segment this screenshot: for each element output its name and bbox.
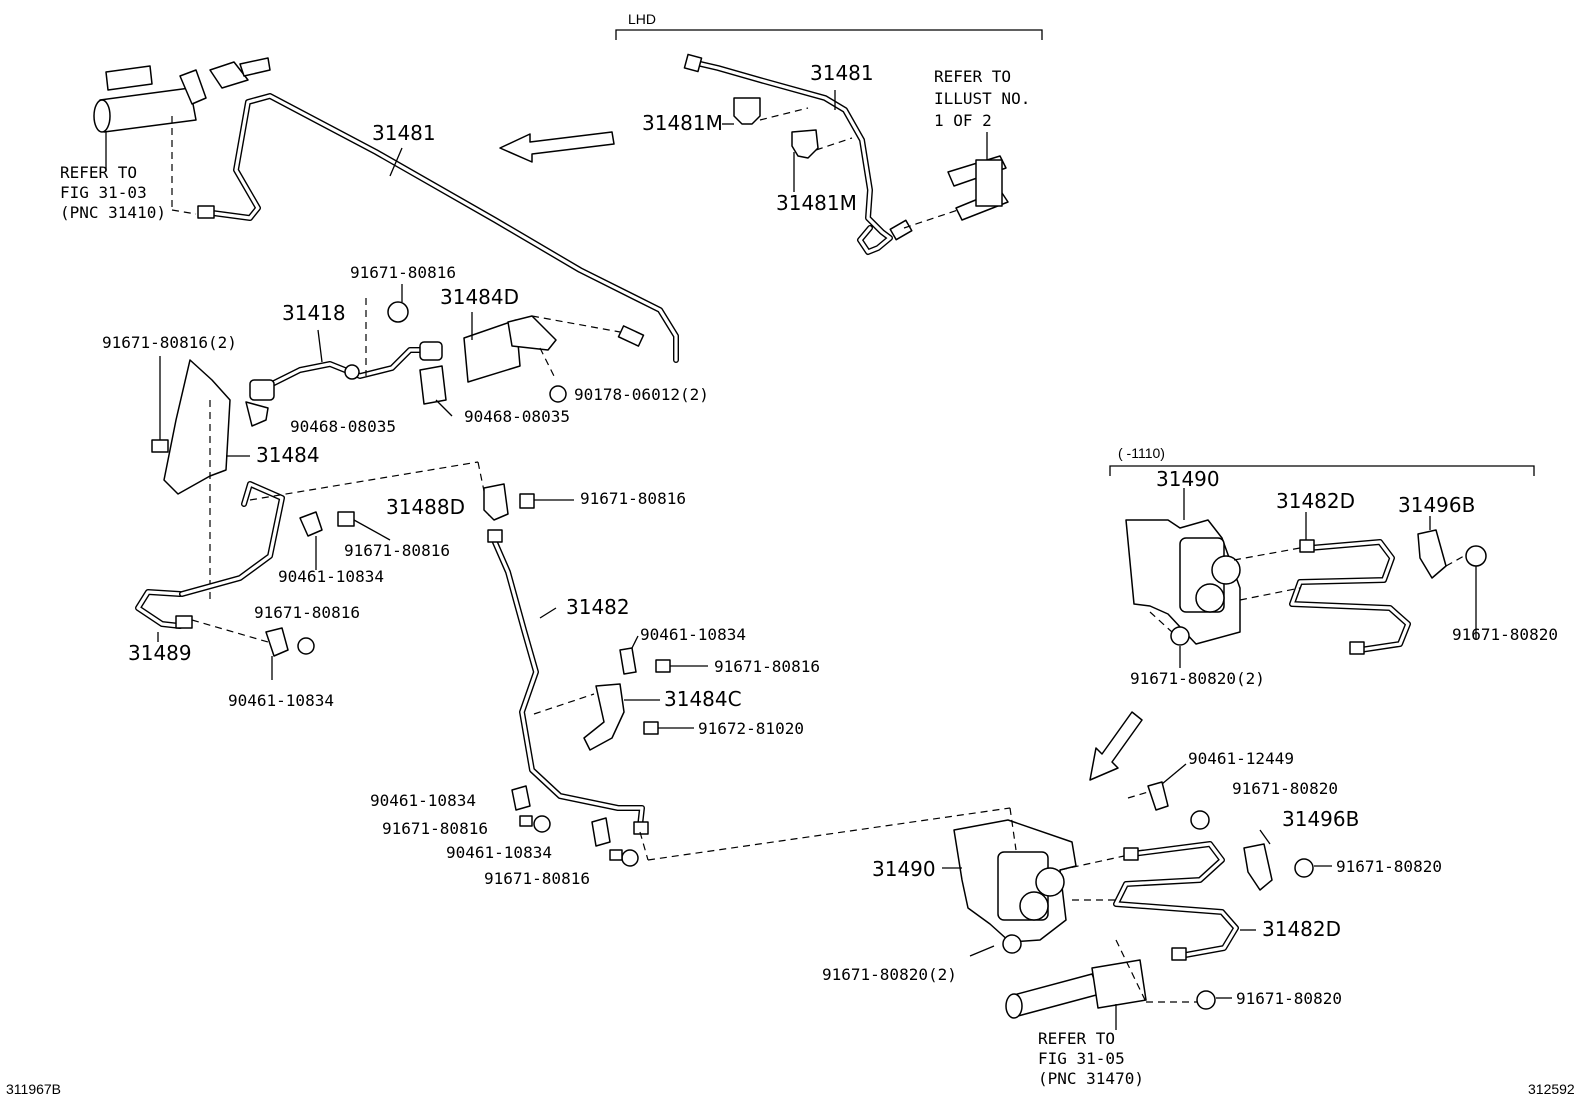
bracket-31484-group — [135, 356, 285, 643]
label-31481-top: 31481 — [810, 61, 874, 85]
label-31496b-lower: 31496B — [1282, 807, 1359, 831]
label-91671-80816-e: 91671-80816 — [714, 657, 820, 676]
label-31488d: 31488D — [386, 495, 465, 519]
refer-illust-line3: 1 OF 2 — [934, 111, 992, 130]
label-91671-80816-g: 91671-80816 — [484, 869, 590, 888]
label-91671-80816-a: 91671-80816 — [350, 263, 456, 282]
label-91671-80816-f: 91671-80816 — [382, 819, 488, 838]
label-90461-10834-e: 90461-10834 — [446, 843, 552, 862]
label-90468-08035-a: 90468-08035 — [290, 417, 396, 436]
label-91671-80816-b: 91671-80816 — [580, 489, 686, 508]
label-31484c: 31484C — [664, 687, 742, 711]
refer-illust-line2: ILLUST NO. — [934, 89, 1030, 108]
master-cylinder-group — [93, 57, 271, 215]
label-91671-80820-upper: 91671-80820 — [1452, 625, 1558, 644]
label-91671-80816-c: 91671-80816 — [344, 541, 450, 560]
label-range-1110: ( -1110) — [1118, 445, 1165, 461]
label-91671-80816-2: 91671-80816(2) — [102, 333, 237, 352]
label-90461-10834-c: 90461-10834 — [640, 625, 746, 644]
label-90461-10834-a: 90461-10834 — [278, 567, 384, 586]
refer-fig3103-line1: REFER TO — [60, 163, 137, 182]
label-31482d-lower: 31482D — [1262, 917, 1341, 941]
hose-31418-group — [249, 284, 621, 417]
label-31484: 31484 — [256, 443, 320, 467]
label-31418: 31418 — [282, 301, 346, 325]
lhd-group: LHD 31481 31481M 31481M REFER TO ILLUST … — [615, 11, 1043, 255]
refer-fig3103-line3: (PNC 31410) — [60, 203, 166, 222]
label-91671-80820-lower-b: 91671-80820 — [1336, 857, 1442, 876]
lower-right-group — [942, 763, 1332, 1030]
label-31489: 31489 — [128, 641, 192, 665]
label-91671-80820-2-lower: 91671-80820(2) — [822, 965, 957, 984]
label-31482d-upper: 31482D — [1276, 489, 1355, 513]
refer-illust-line1: REFER TO — [934, 67, 1011, 86]
label-31490-upper: 31490 — [1156, 467, 1220, 491]
refer-fig3105-line2: FIG 31-05 — [1038, 1049, 1125, 1068]
pipe-31482-group — [483, 483, 1011, 861]
lhd-label: LHD — [628, 11, 656, 27]
label-31490-lower: 31490 — [872, 857, 936, 881]
label-90461-10834-d: 90461-10834 — [370, 791, 476, 810]
pipe-31481-main — [197, 93, 679, 363]
label-90178-06012-2: 90178-06012(2) — [574, 385, 709, 404]
range-group: ( -1110) — [1109, 445, 1535, 668]
label-31481m-a: 31481M — [642, 111, 723, 135]
label-91671-80820-lower-a: 91671-80820 — [1232, 779, 1338, 798]
label-31484d: 31484D — [440, 285, 519, 309]
label-90461-10834-b: 90461-10834 — [228, 691, 334, 710]
bracket-31484c-group — [583, 635, 708, 751]
refer-fig3105-line3: (PNC 31470) — [1038, 1069, 1144, 1088]
label-90461-12449: 90461-12449 — [1188, 749, 1294, 768]
diagram-code-right: 312592 — [1528, 1081, 1575, 1097]
label-90468-08035-b: 90468-08035 — [464, 407, 570, 426]
clip-group-b — [511, 785, 639, 867]
arrow-down-left-icon — [1089, 711, 1143, 781]
refer-fig3103-line2: FIG 31-03 — [60, 183, 147, 202]
clip-group-a — [249, 461, 491, 680]
label-31496b-upper: 31496B — [1398, 493, 1475, 517]
diagram-code-left: 311967B — [6, 1081, 61, 1097]
label-31481-main: 31481 — [372, 121, 436, 145]
label-31481m-b: 31481M — [776, 191, 857, 215]
label-91671-80820-2-upper: 91671-80820(2) — [1130, 669, 1265, 688]
refer-fig3105-line1: REFER TO — [1038, 1029, 1115, 1048]
label-91672-81020: 91672-81020 — [698, 719, 804, 738]
label-31482: 31482 — [566, 595, 630, 619]
arrow-left-icon — [499, 131, 615, 163]
label-91671-80820-lower-c: 91671-80820 — [1236, 989, 1342, 1008]
label-91671-80816-d: 91671-80816 — [254, 603, 360, 622]
